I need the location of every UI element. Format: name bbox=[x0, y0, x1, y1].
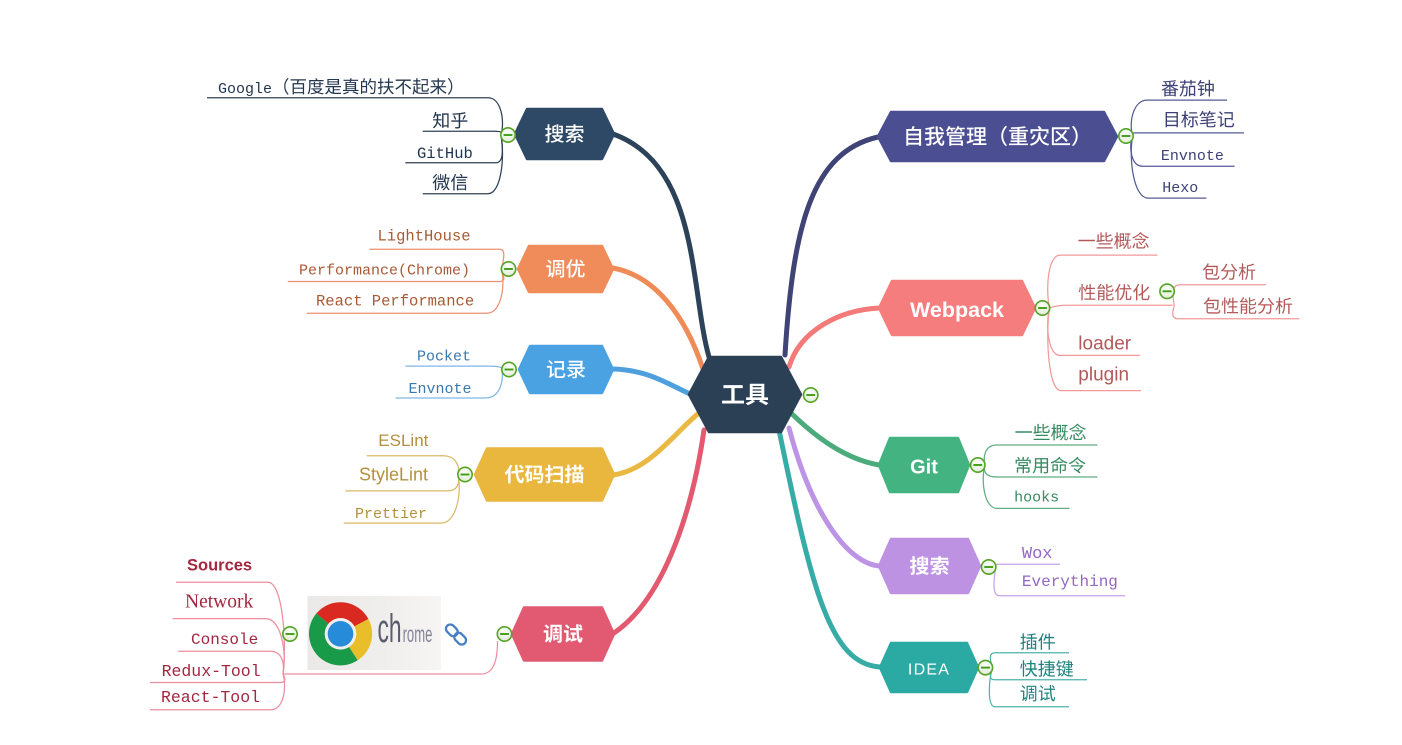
svg-text:hooks: hooks bbox=[1014, 489, 1059, 506]
svg-text:Hexo: Hexo bbox=[1162, 180, 1198, 197]
svg-text:Envnote: Envnote bbox=[409, 381, 472, 398]
svg-text:Network: Network bbox=[185, 592, 253, 613]
svg-text:Wox: Wox bbox=[1022, 545, 1053, 564]
svg-text:Console: Console bbox=[191, 631, 258, 649]
svg-text:Webpack: Webpack bbox=[910, 298, 1004, 322]
svg-text:Sources: Sources bbox=[187, 557, 252, 575]
svg-text:Prettier: Prettier bbox=[355, 506, 427, 523]
svg-text:Git: Git bbox=[910, 457, 938, 479]
svg-text:ch: ch bbox=[378, 606, 402, 650]
svg-text:React-Tool: React-Tool bbox=[161, 688, 260, 707]
svg-text:Redux-Tool: Redux-Tool bbox=[162, 662, 261, 681]
svg-text:plugin: plugin bbox=[1078, 365, 1129, 386]
svg-text:ESLint: ESLint bbox=[378, 431, 428, 450]
svg-text:Envnote: Envnote bbox=[1161, 148, 1224, 165]
svg-text:StyleLint: StyleLint bbox=[359, 465, 428, 485]
svg-text:GitHub: GitHub bbox=[417, 145, 473, 163]
svg-text:LightHouse: LightHouse bbox=[378, 227, 471, 245]
svg-text:Everything: Everything bbox=[1022, 573, 1118, 591]
svg-text:loader: loader bbox=[1078, 334, 1131, 355]
svg-text:rome: rome bbox=[403, 621, 433, 647]
svg-text:Google: Google bbox=[218, 81, 272, 98]
svg-text:Performance(Chrome): Performance(Chrome) bbox=[299, 263, 470, 280]
svg-text:React Performance: React Performance bbox=[316, 293, 474, 311]
svg-text:Pocket: Pocket bbox=[417, 349, 471, 366]
svg-text:IDEA: IDEA bbox=[908, 662, 950, 679]
